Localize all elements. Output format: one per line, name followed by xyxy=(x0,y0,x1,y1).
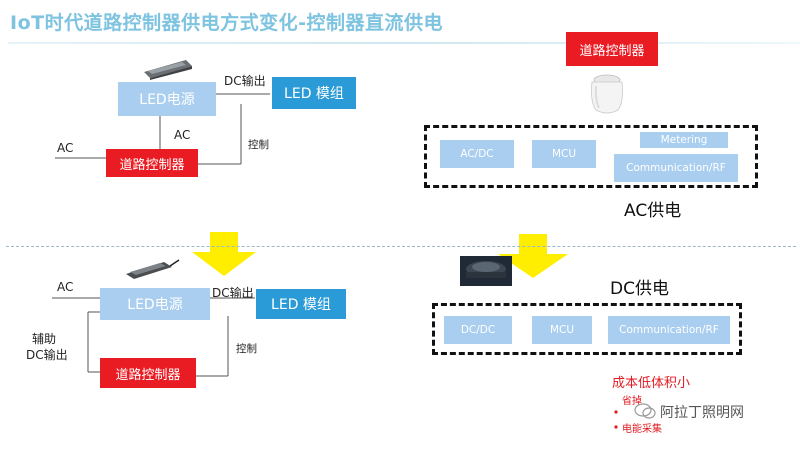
section-divider xyxy=(6,246,796,247)
led-power-box: LED电源 xyxy=(118,82,216,116)
benefit-item-2: 电能采集 xyxy=(622,424,662,435)
ac-label-mid: AC xyxy=(174,128,191,142)
title-underline xyxy=(8,42,800,44)
page-title: IoT时代道路控制器供电方式变化-控制器直流供电 xyxy=(10,12,443,34)
communication-rf-module-top: Communication/RF xyxy=(614,154,738,182)
ac-label-left: AC xyxy=(57,141,74,155)
controller-device-icon-bottom xyxy=(460,256,512,286)
road-controller-box: 道路控制器 xyxy=(106,149,198,177)
dc-supply-caption: DC供电 xyxy=(610,279,669,299)
control-label-bottom: 控制 xyxy=(236,343,257,355)
watermark-logo-icon xyxy=(634,402,656,420)
ac-label-bottom: AC xyxy=(57,280,74,294)
watermark-text: 阿拉丁照明网 xyxy=(660,405,744,421)
mcu-module-bottom: MCU xyxy=(532,316,592,344)
led-driver-device-icon-bottom xyxy=(124,258,180,280)
aux-label-line2: DC输出 xyxy=(26,348,68,362)
dc-output-label-bottom: DC输出 xyxy=(212,286,254,300)
communication-rf-module-bottom: Communication/RF xyxy=(608,316,730,344)
arrow-down-right xyxy=(498,234,568,278)
road-controller-box-bottom: 道路控制器 xyxy=(100,358,196,388)
dcdc-module: DC/DC xyxy=(444,316,512,344)
metering-module: Metering xyxy=(640,132,728,148)
dc-output-label: DC输出 xyxy=(224,74,266,88)
control-label: 控制 xyxy=(248,139,269,151)
benefit-item-1: 省掉 xyxy=(622,396,642,407)
led-power-box-bottom: LED电源 xyxy=(100,288,210,320)
mcu-module-top: MCU xyxy=(532,140,596,168)
ac-supply-caption: AC供电 xyxy=(624,201,682,221)
arrow-down-left xyxy=(192,232,256,276)
acdc-module: AC/DC xyxy=(440,140,514,168)
controller-device-icon xyxy=(586,72,628,116)
aux-label-line1: 辅助 xyxy=(32,332,57,346)
road-controller-box-top-right: 道路控制器 xyxy=(566,32,658,66)
led-driver-device-icon xyxy=(142,58,194,80)
led-module-box: LED 模组 xyxy=(272,77,356,109)
led-module-box-bottom: LED 模组 xyxy=(256,289,346,319)
benefit-title: 成本低体积小 xyxy=(612,376,691,391)
